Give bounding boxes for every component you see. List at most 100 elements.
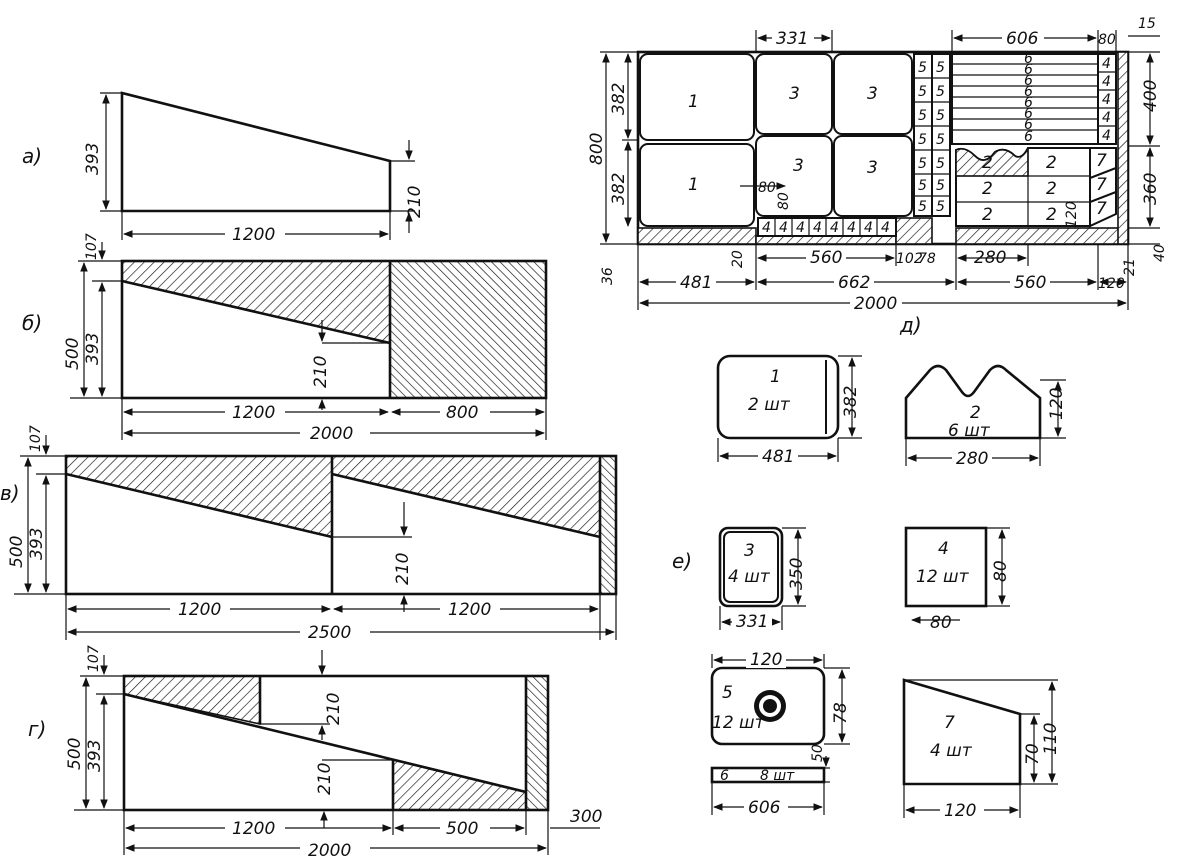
b4-8: 4 (881, 220, 890, 236)
b4-3: 4 (796, 220, 805, 236)
b6-8: 6 (1024, 129, 1033, 145)
p3-qty: 4 шт (728, 567, 771, 587)
b4r-2: 4 (1102, 74, 1111, 90)
b4-7: 4 (864, 220, 873, 236)
b6-7: 6 (1024, 117, 1033, 133)
block-1a: 1 (688, 92, 699, 112)
p6-num: 6 (720, 768, 729, 784)
d-382b: 382 (609, 173, 629, 205)
p7-qty: 4 шт (930, 741, 973, 761)
p1-w: 481 (762, 447, 794, 467)
d-15: 15 (1138, 16, 1156, 32)
fig-v-w-total: 2500 (308, 623, 351, 643)
b4-1: 4 (762, 220, 771, 236)
p1-h: 382 (841, 386, 861, 418)
d-360: 360 (1141, 173, 1161, 205)
p5-num: 5 (722, 683, 733, 703)
fig-b-w2: 800 (446, 403, 478, 423)
fig-g-total: 500 (65, 738, 85, 770)
p3-w: 331 (736, 612, 768, 632)
d-80b: 80 (776, 192, 792, 210)
label-v: в) (0, 481, 20, 505)
figure-a: а) 393 210 1200 (22, 91, 425, 245)
block-3c: 3 (793, 156, 804, 176)
fig-v-h2: 210 (393, 553, 413, 585)
d-606: 606 (1006, 29, 1039, 49)
fig-b-top: 107 (84, 233, 100, 260)
p3-num: 3 (744, 541, 755, 561)
d-120: 120 (1064, 201, 1080, 228)
p5-h: 78 (831, 702, 851, 724)
b5-8: 5 (936, 132, 945, 148)
d-20: 20 (730, 250, 746, 268)
b5-4: 5 (936, 84, 945, 100)
d-78: 78 (918, 251, 936, 267)
p4-w: 80 (930, 613, 952, 633)
b6-4: 6 (1024, 84, 1033, 100)
fig-g-w-total: 2000 (308, 841, 351, 861)
part-4: 4 12 шт 80 80 (904, 526, 1011, 633)
parts-e: е) 1 2 шт 382 481 2 6 шт 120 (672, 354, 1067, 821)
b6-2: 6 (1024, 62, 1033, 78)
b2-1: 2 (982, 153, 993, 173)
b4-2: 4 (779, 220, 788, 236)
label-b: б) (22, 311, 42, 335)
figure-v: в) 210 107 500 393 1200 1200 (0, 425, 618, 643)
p2-qty: 6 шт (948, 421, 991, 441)
b7-1: 7 (1096, 151, 1107, 171)
b4r-1: 4 (1102, 56, 1111, 72)
label-d: д) (899, 313, 922, 337)
block-3b: 3 (867, 84, 878, 104)
d-102: 102 (896, 251, 923, 267)
b4-5: 4 (830, 220, 839, 236)
d-120b: 120 (1098, 276, 1125, 292)
b5-6: 5 (936, 108, 945, 124)
b5-1: 5 (918, 60, 927, 76)
part-1: 1 2 шт 382 481 (716, 354, 862, 467)
b6-6: 6 (1024, 106, 1033, 122)
b2-2: 2 (1046, 153, 1057, 173)
b5-14: 5 (936, 199, 945, 215)
b6-5: 6 (1024, 95, 1033, 111)
figure-g: г) 210 210 107 500 393 (28, 645, 602, 861)
b4r-3: 4 (1102, 92, 1111, 108)
column-5: 5 5 5 5 5 5 5 5 5 5 5 5 5 5 (913, 53, 951, 217)
blocks-2-7: 2 2 2 2 2 2 7 7 7 (955, 147, 1117, 228)
fig-v-total: 500 (7, 536, 27, 568)
p4-num: 4 (938, 539, 949, 559)
d-481: 481 (680, 273, 712, 293)
block-1b: 1 (688, 175, 699, 195)
fig-b-h2: 210 (311, 356, 331, 388)
b5-11: 5 (918, 178, 927, 194)
fig-v-w1: 1200 (178, 600, 221, 620)
b6-3: 6 (1024, 73, 1033, 89)
b5-12: 5 (936, 178, 945, 194)
plates-6: 6 6 6 6 6 6 6 6 4 4 4 4 4 (951, 51, 1117, 145)
part-7: 7 4 шт 70 110 120 (902, 678, 1061, 821)
fig-g-h2b: 210 (315, 763, 335, 795)
d-21: 21 (1122, 258, 1138, 276)
b5-13: 5 (918, 199, 927, 215)
b5-5: 5 (918, 108, 927, 124)
fig-a-h2: 210 (405, 186, 425, 218)
label-a: а) (22, 144, 42, 168)
fig-g-w1: 1200 (232, 819, 275, 839)
fig-b-total: 500 (63, 338, 83, 370)
d-382a: 382 (609, 83, 629, 115)
p2-w: 280 (956, 449, 988, 469)
figure-b: б) 210 107 500 393 1200 800 2000 (22, 233, 548, 444)
b5-9: 5 (918, 156, 927, 172)
b2-6: 2 (1046, 205, 1057, 225)
fig-g-top: 107 (86, 645, 102, 672)
p3-h: 350 (787, 558, 807, 590)
figure-d: 1 1 3 3 3 3 4 4 4 4 4 4 4 4 (587, 16, 1168, 337)
b7-2: 7 (1096, 175, 1107, 195)
b7-3: 7 (1096, 199, 1107, 219)
d-662: 662 (838, 273, 870, 293)
fig-b-w-total: 2000 (310, 424, 353, 444)
d-80-top: 80 (1098, 32, 1116, 48)
b2-3: 2 (982, 179, 993, 199)
fig-b-h1: 393 (83, 333, 103, 365)
p6-qty: 8 шт (760, 768, 795, 784)
